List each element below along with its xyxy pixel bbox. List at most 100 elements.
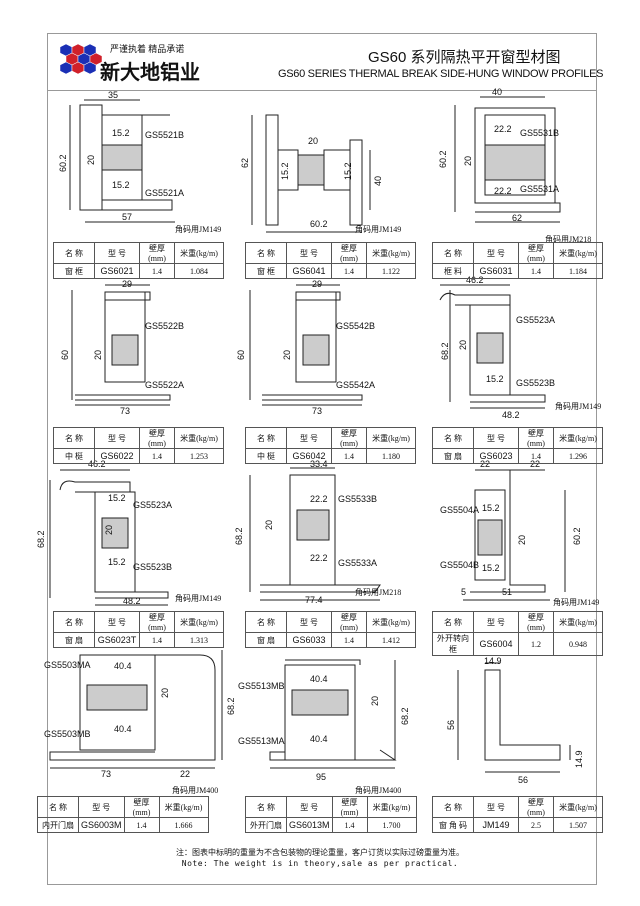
- dim-label: 48.2: [123, 596, 141, 606]
- corner-note: 角码用JM218: [355, 588, 402, 597]
- cell-weight: 1.666: [158, 817, 209, 833]
- part-label: GS5542A: [336, 380, 376, 390]
- dim-label: 22.2: [494, 124, 512, 134]
- table-header-row: 名 称型 号壁厚(mm)米重(kg/m): [245, 796, 417, 818]
- dim-label: 60: [236, 349, 246, 360]
- table-header-row: 名 称型 号壁厚(mm)米重(kg/m): [245, 242, 416, 264]
- dim-label: 51: [502, 587, 513, 597]
- part-label: GS5522A: [145, 380, 185, 390]
- dim-label: 77.4: [305, 595, 323, 605]
- table-header-row: 名 称型 号壁厚(mm)米重(kg/m): [37, 796, 209, 818]
- cell-weight: 0.948: [553, 632, 603, 656]
- cell-model: GS6042: [286, 448, 332, 464]
- company-slogan: 严谨执着 精品承诺: [110, 44, 185, 54]
- part-label: GS5521B: [145, 130, 185, 140]
- dim-label: 57: [122, 212, 133, 222]
- dim-label: 73: [101, 769, 112, 779]
- column-header: 壁厚(mm): [139, 242, 175, 264]
- column-header: 名 称: [432, 611, 474, 633]
- part-label: GS5503MA: [44, 660, 91, 670]
- cell-weight: 1.313: [174, 632, 224, 648]
- part-label: GS5522B: [145, 321, 185, 331]
- column-header: 米重(kg/m): [366, 796, 417, 818]
- dim-label: 14.9: [574, 750, 584, 768]
- cell-model: GS6022: [94, 448, 140, 464]
- cell-weight: 1.700: [366, 817, 417, 833]
- cell-name: 窗 扇: [245, 632, 287, 648]
- dim-label: 20: [160, 687, 170, 698]
- column-header: 米重(kg/m): [553, 796, 603, 818]
- column-header: 壁厚(mm): [139, 427, 175, 449]
- dim-label: 68.2: [400, 707, 410, 725]
- column-header: 型 号: [286, 611, 332, 633]
- cell-model: GS6023: [473, 448, 519, 464]
- dim-label: 14.9: [484, 656, 502, 666]
- part-label: GS5542B: [336, 321, 376, 331]
- cell-name: 中 梃: [245, 448, 287, 464]
- dim-label: 48.2: [502, 410, 520, 420]
- table-header-row: 名 称型 号壁厚(mm)米重(kg/m): [245, 611, 416, 633]
- cell-thickness: 1.4: [331, 817, 368, 833]
- dim-label: 15.2: [280, 162, 290, 180]
- column-header: 名 称: [245, 427, 287, 449]
- dim-label: 20: [104, 524, 114, 535]
- part-label: GS5523A: [516, 315, 556, 325]
- part-label: GS5521A: [145, 188, 185, 198]
- cell-model: GS6041: [286, 263, 332, 279]
- drawing-gs6013m: [269, 659, 397, 769]
- cell-thickness: 1.4: [331, 632, 367, 648]
- dim-label: 95: [316, 772, 327, 782]
- column-header: 壁厚(mm): [139, 611, 175, 633]
- dim-label: 15.2: [112, 128, 130, 138]
- cell-model: GS6023T: [94, 632, 140, 648]
- part-label: GS5523B: [516, 378, 556, 388]
- dim-label: 22.2: [310, 494, 328, 504]
- dim-label: 20: [86, 154, 96, 165]
- column-header: 米重(kg/m): [366, 611, 416, 633]
- column-header: 型 号: [286, 242, 332, 264]
- dim-label: 40: [373, 175, 383, 186]
- column-header: 名 称: [53, 611, 95, 633]
- company-name: 新大地铝业: [100, 62, 200, 84]
- column-header: 壁厚(mm): [518, 796, 554, 818]
- dim-label: 20: [370, 695, 380, 706]
- column-header: 米重(kg/m): [553, 611, 603, 633]
- cell-weight: 1.184: [553, 263, 603, 279]
- dim-label: 5: [461, 587, 467, 597]
- column-header: 型 号: [473, 242, 519, 264]
- drawing-gs6004: [463, 469, 566, 601]
- dim-label: 62: [512, 213, 523, 223]
- part-label: GS5523A: [133, 500, 173, 510]
- drawing-gs6023: [439, 284, 546, 409]
- cell-thickness: 1.4: [123, 817, 160, 833]
- dim-label: 68.2: [36, 530, 46, 548]
- column-header: 壁厚(mm): [331, 611, 367, 633]
- title-en: GS60 SERIES THERMAL BREAK SIDE-HUNG WIND…: [278, 68, 604, 80]
- corner-note: 角码用JM149: [555, 402, 602, 411]
- cell-thickness: 1.4: [139, 448, 175, 464]
- cell-model: GS6004: [473, 632, 519, 656]
- corner-note: 角码用JM149: [553, 598, 600, 607]
- dim-label: 40.4: [114, 724, 132, 734]
- column-header: 米重(kg/m): [366, 242, 416, 264]
- part-label: GS5504A: [440, 505, 480, 515]
- corner-note: 角码用JM149: [355, 225, 402, 234]
- dim-label: 40: [492, 87, 503, 97]
- dim-label: 15.2: [108, 557, 126, 567]
- cell-name: 窗 角 码: [432, 817, 474, 833]
- column-header: 米重(kg/m): [174, 242, 224, 264]
- column-header: 壁厚(mm): [518, 427, 554, 449]
- dim-label: 22: [180, 769, 191, 779]
- cell-weight: 1.253: [174, 448, 224, 464]
- drawing-gs6033: [249, 467, 381, 601]
- dim-label: 46.2: [88, 459, 106, 469]
